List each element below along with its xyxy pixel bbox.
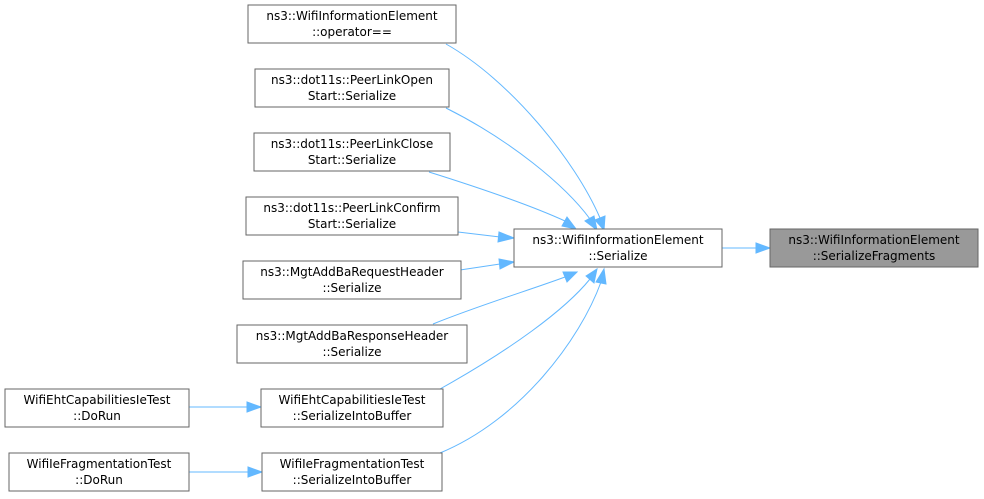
node-label-line2: ::SerializeFragments — [813, 249, 936, 263]
edge-peer-confirm-to-serialize — [457, 231, 501, 238]
node-label-line2: Start::Serialize — [308, 217, 396, 231]
node-label-line1: ns3::MgtAddBaRequestHeader — [260, 265, 444, 279]
node-label-line1: ns3::WifiInformationElement — [266, 9, 438, 23]
edge-arrowhead — [247, 466, 264, 478]
node-serialize-fragments[interactable]: ns3::WifiInformationElement ::SerializeF… — [769, 228, 979, 268]
node-label-line2: ::operator== — [312, 25, 392, 39]
node-label-line1: WifiEhtCapabilitiesIeTest — [279, 393, 426, 407]
node-label-line2: ::Serialize — [322, 281, 381, 295]
node-frag-serialize-into-buffer[interactable]: WifiIeFragmentationTest ::SerializeIntoB… — [261, 452, 443, 492]
node-label-line2: Start::Serialize — [308, 153, 396, 167]
node-label-line2: ::DoRun — [73, 409, 121, 423]
edges — [189, 43, 772, 478]
edge-addba-resp-to-serialize — [432, 276, 566, 325]
node-label-line1: ns3::dot11s::PeerLinkOpen — [271, 73, 433, 87]
node-label-line1: ns3::dot11s::PeerLinkClose — [271, 137, 434, 151]
node-label-line2: ::DoRun — [75, 473, 123, 487]
node-label-line2: ::SerializeIntoBuffer — [293, 473, 412, 487]
node-addba-request[interactable]: ns3::MgtAddBaRequestHeader ::Serialize — [242, 260, 462, 300]
node-label-line2: ::Serialize — [588, 249, 647, 263]
node-frag-dorun[interactable]: WifiIeFragmentationTest ::DoRun — [8, 452, 190, 492]
edge-addba-req-to-serialize — [459, 263, 501, 271]
node-wie-serialize[interactable]: ns3::WifiInformationElement ::Serialize — [513, 228, 723, 268]
node-label-line1: WifiIeFragmentationTest — [27, 457, 172, 471]
node-addba-response[interactable]: ns3::MgtAddBaResponseHeader ::Serialize — [236, 324, 468, 364]
edge-arrowhead — [595, 267, 607, 285]
node-label-line1: ns3::WifiInformationElement — [532, 233, 704, 247]
edge-eht-serialize-to-serialize — [439, 278, 591, 390]
edge-arrowhead — [497, 231, 516, 243]
edge-peer-open-to-serialize — [445, 107, 591, 220]
edge-arrowhead — [584, 215, 598, 232]
node-peer-link-confirm[interactable]: ns3::dot11s::PeerLinkConfirm Start::Seri… — [245, 196, 459, 236]
node-label-line1: ns3::MgtAddBaResponseHeader — [256, 329, 448, 343]
node-eht-dorun[interactable]: WifiEhtCapabilitiesIeTest ::DoRun — [4, 388, 190, 428]
node-peer-link-close[interactable]: ns3::dot11s::PeerLinkClose Start::Serial… — [253, 132, 451, 172]
node-operator-eq[interactable]: ns3::WifiInformationElement ::operator== — [247, 4, 457, 44]
edge-arrowhead — [755, 242, 772, 254]
edge-arrowhead — [585, 267, 598, 284]
node-peer-link-open[interactable]: ns3::dot11s::PeerLinkOpen Start::Seriali… — [254, 68, 450, 108]
node-label-line1: WifiIeFragmentationTest — [280, 457, 425, 471]
edge-arrowhead — [246, 401, 263, 413]
edge-peer-close-to-serialize — [428, 171, 566, 222]
edge-arrowhead — [594, 215, 606, 232]
node-label-line1: ns3::dot11s::PeerLinkConfirm — [263, 201, 440, 215]
node-label-line2: ::Serialize — [322, 345, 381, 359]
node-label-line2: ::SerializeIntoBuffer — [293, 409, 412, 423]
edge-frag-serialize-to-serialize — [439, 281, 602, 454]
node-label-line2: Start::Serialize — [308, 89, 396, 103]
edge-arrowhead — [562, 271, 579, 283]
node-label-line1: WifiEhtCapabilitiesIeTest — [24, 393, 171, 407]
node-label-line1: ns3::WifiInformationElement — [788, 233, 960, 247]
edge-arrowhead — [498, 258, 516, 270]
edge-arrowhead — [561, 216, 578, 230]
node-eht-serialize-into-buffer[interactable]: WifiEhtCapabilitiesIeTest ::SerializeInt… — [260, 388, 444, 428]
edge-operator-eq-to-serialize — [445, 43, 601, 219]
